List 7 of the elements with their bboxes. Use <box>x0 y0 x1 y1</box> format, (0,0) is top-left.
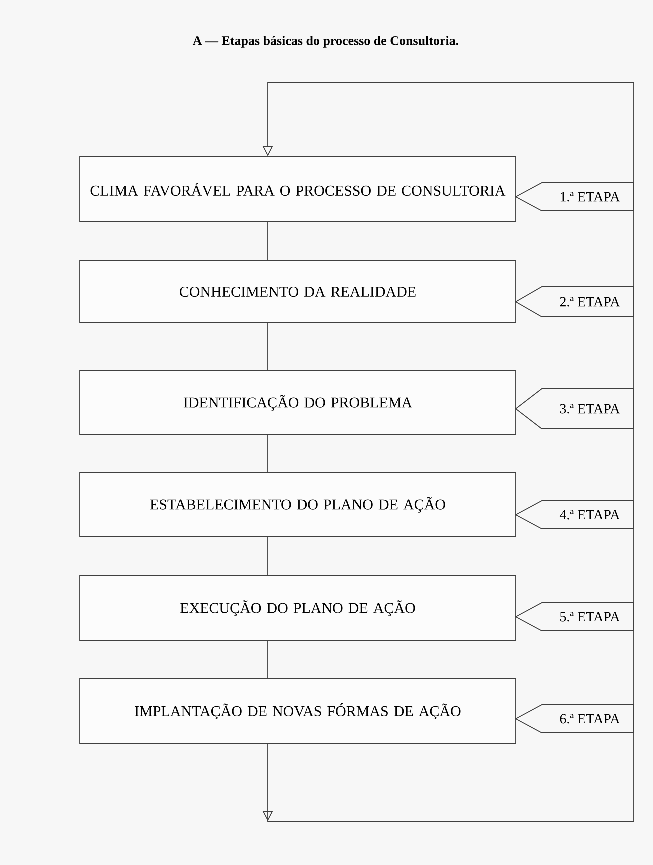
process-box: EXECUÇÃO DO PLANO DE AÇÃO <box>80 576 516 642</box>
process-box: ESTABELECIMENTO DO PLANO DE AÇÃO <box>80 472 516 538</box>
process-box: CLIMA FAVORÁVEL PARA O PROCESSO DE CONSULTORIA <box>80 156 516 222</box>
process-box: IDENTIFICAÇÃO DO PROBLEMA <box>80 370 516 436</box>
title: A — Etapas básicas do processo de Consultoria. <box>192 36 459 48</box>
process-box: IMPLANTAÇÃO DE NOVAS FÓRMAS DE AÇÃO <box>80 678 516 744</box>
process-box: CONHECIMENTO DA REALIDADE <box>80 260 516 324</box>
